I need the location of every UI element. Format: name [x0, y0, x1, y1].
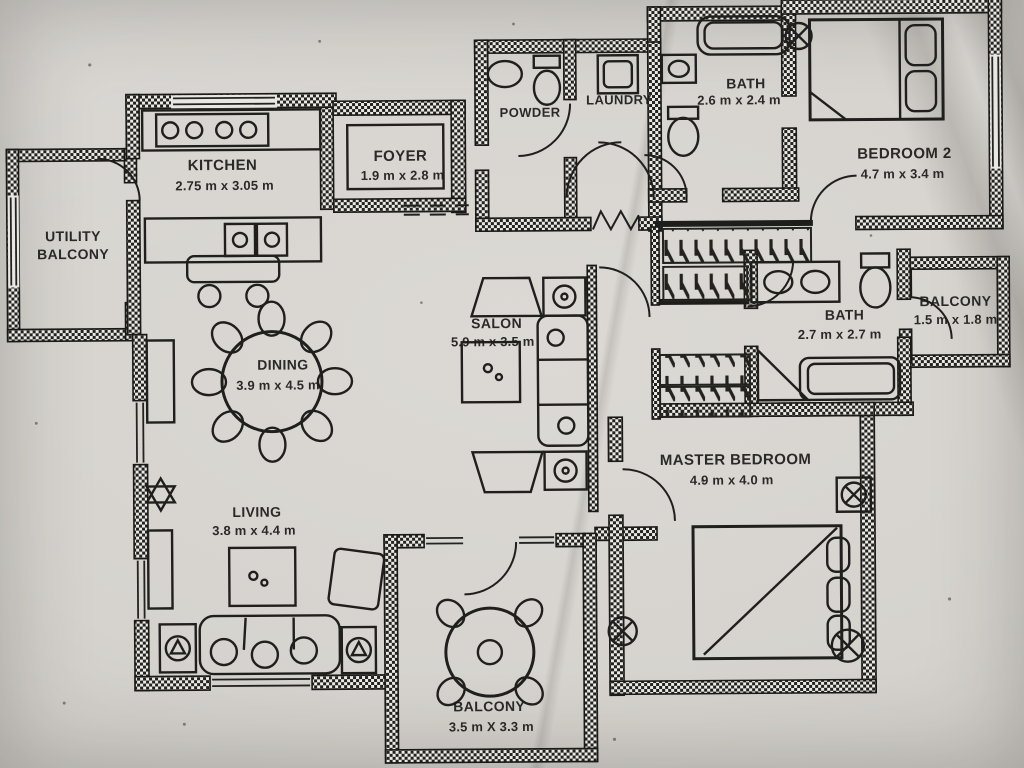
- balcony-table: [435, 598, 544, 707]
- room-dims-master: 4.9 m x 4.0 m: [690, 472, 774, 488]
- kitchen-counters: [140, 108, 323, 309]
- living-furniture: [158, 546, 386, 676]
- room-label-utility-line2: BALCONY: [37, 246, 109, 263]
- walls: [5, 0, 1011, 764]
- powder-fixtures: [486, 54, 562, 106]
- room-label-salon: SALON: [471, 315, 522, 331]
- room-label-utility-line1: UTILITY: [45, 228, 101, 244]
- room-label-bath-guest: BATH: [726, 75, 766, 91]
- left-wall-pieces: [144, 339, 177, 610]
- laundry-washer: [596, 53, 640, 95]
- room-label-bath-master: BATH: [825, 307, 865, 323]
- room-dims-salon: 5.9 m x 3.5 m: [451, 334, 535, 350]
- furniture: [140, 14, 945, 707]
- master-bed: [607, 476, 873, 663]
- room-label-kitchen: KITCHEN: [188, 157, 258, 174]
- room-dims-bath-guest: 2.6 m x 2.4 m: [697, 92, 781, 108]
- dining-table: [190, 300, 354, 463]
- room-label-foyer: FOYER: [374, 148, 428, 165]
- room-dims-dining: 3.9 m x 4.5 m: [236, 377, 320, 393]
- closet-strips: [658, 226, 813, 418]
- room-label-living: LIVING: [232, 504, 281, 520]
- room-dims-foyer: 1.9 m x 2.8 m: [361, 167, 445, 183]
- room-dims-bedroom2: 4.7 m x 3.4 m: [861, 166, 945, 182]
- room-label-balcony-side: BALCONY: [919, 293, 991, 310]
- room-label-laundry: LAUNDRY: [586, 92, 652, 107]
- room-labels: UTILITY BALCONY KITCHEN 2.75 m x 3.05 m …: [37, 75, 998, 735]
- room-label-dining: DINING: [257, 356, 309, 372]
- room-dims-balcony-side: 1.5 m x 1.8 m: [914, 312, 998, 328]
- master-bath-fixtures: [749, 252, 902, 402]
- guest-bath-fixtures: [660, 14, 791, 157]
- room-dims-bath-master: 2.7 m x 2.7 m: [798, 326, 882, 342]
- room-label-bedroom2: BEDROOM 2: [857, 145, 952, 163]
- room-dims-living: 3.8 m x 4.4 m: [212, 523, 296, 539]
- room-label-master: MASTER BEDROOM: [660, 451, 812, 469]
- room-label-balcony-main: BALCONY: [453, 698, 525, 715]
- windows: [7, 54, 1002, 688]
- bedroom2-bed: [784, 17, 945, 122]
- salon-furniture: [460, 276, 590, 494]
- room-dims-kitchen: 2.75 m x 3.05 m: [175, 178, 274, 194]
- room-dims-balcony-main: 3.5 m X 3.3 m: [449, 719, 534, 735]
- room-label-powder: POWDER: [500, 105, 561, 120]
- foyer-inner: [345, 123, 445, 191]
- paper-speckles: [34, 22, 998, 741]
